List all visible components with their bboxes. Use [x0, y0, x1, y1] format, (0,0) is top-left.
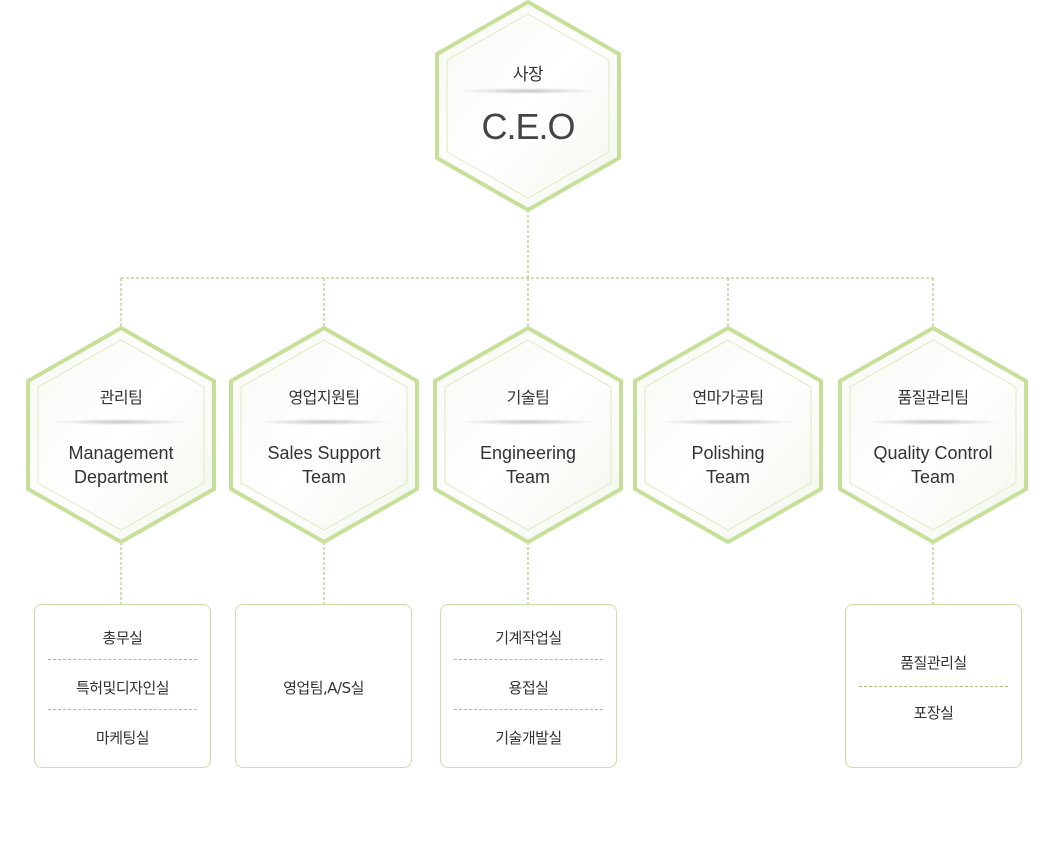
sub-unit-divider — [48, 709, 197, 710]
ceo-node: 사장 C.E.O — [436, 2, 620, 210]
team-separator — [259, 419, 389, 425]
engineering-sub-units-box: 기계작업실 용접실 기술개발실 — [440, 604, 617, 768]
ceo-korean-title: 사장 — [512, 65, 544, 85]
sub-unit-divider — [859, 686, 1008, 687]
sub-unit: 마케팅실 — [95, 729, 150, 747]
team-separator — [463, 419, 593, 425]
sub-unit: 영업팀,A/S실 — [283, 679, 364, 697]
sub-unit-divider — [48, 659, 197, 660]
sub-unit-divider — [454, 709, 603, 710]
ceo-separator — [462, 88, 594, 94]
team-korean-name: 영업지원팀 — [288, 388, 360, 407]
sales-support-sub-units-box: 영업팀,A/S실 — [235, 604, 412, 768]
sub-unit: 총무실 — [102, 629, 143, 647]
sub-unit: 용접실 — [508, 679, 549, 697]
sub-unit: 포장실 — [913, 704, 954, 722]
team-separator — [663, 419, 793, 425]
sub-unit: 기술개발실 — [495, 729, 562, 747]
team-korean-name: 연마가공팀 — [692, 388, 764, 407]
sub-unit: 특허및디자인실 — [75, 679, 170, 697]
sub-unit-divider — [454, 659, 603, 660]
team-korean-name: 기술팀 — [506, 388, 550, 407]
team-hexagon-shapes — [26, 325, 1028, 545]
sub-unit: 기계작업실 — [495, 629, 562, 647]
team-separator — [56, 419, 186, 425]
team-korean-name: 품질관리팀 — [897, 388, 969, 407]
team-korean-name: 관리팀 — [99, 388, 143, 407]
team-separator — [868, 419, 998, 425]
ceo-hexagon-shape — [435, 0, 621, 213]
ceo-english-title: C.E.O — [481, 106, 575, 147]
quality-control-sub-units-box: 품질관리실 포장실 — [845, 604, 1022, 768]
management-sub-units-box: 총무실 특허및디자인실 마케팅실 — [34, 604, 211, 768]
sub-unit: 품질관리실 — [900, 654, 967, 672]
